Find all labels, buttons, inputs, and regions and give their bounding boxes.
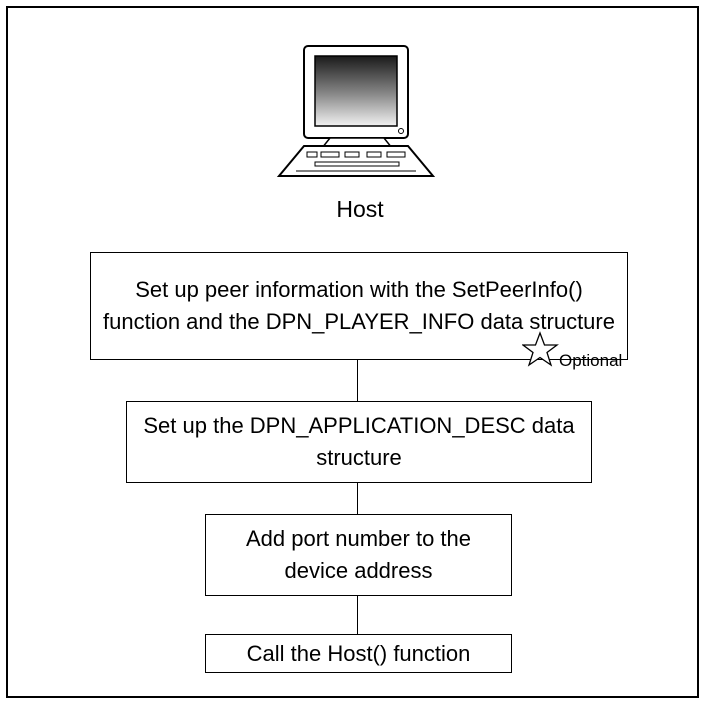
step-port-number: Add port number to the device address bbox=[205, 514, 512, 596]
connector-1 bbox=[357, 360, 358, 401]
star-icon bbox=[522, 331, 559, 367]
step-port-number-text: Add port number to the device address bbox=[245, 526, 472, 583]
step-application-desc-text: Set up the DPN_APPLICATION_DESC data str… bbox=[143, 413, 575, 470]
host-label: Host bbox=[336, 196, 384, 222]
step-call-host: Call the Host() function bbox=[205, 634, 512, 673]
step-application-desc: Set up the DPN_APPLICATION_DESC data str… bbox=[126, 401, 592, 483]
connector-3 bbox=[357, 596, 358, 634]
step-peer-info-text: Set up peer information with the SetPeer… bbox=[103, 277, 615, 334]
connector-2 bbox=[357, 483, 358, 514]
optional-label: Optional bbox=[559, 351, 623, 370]
step-call-host-text: Call the Host() function bbox=[246, 640, 471, 666]
diagram-frame bbox=[6, 6, 699, 698]
